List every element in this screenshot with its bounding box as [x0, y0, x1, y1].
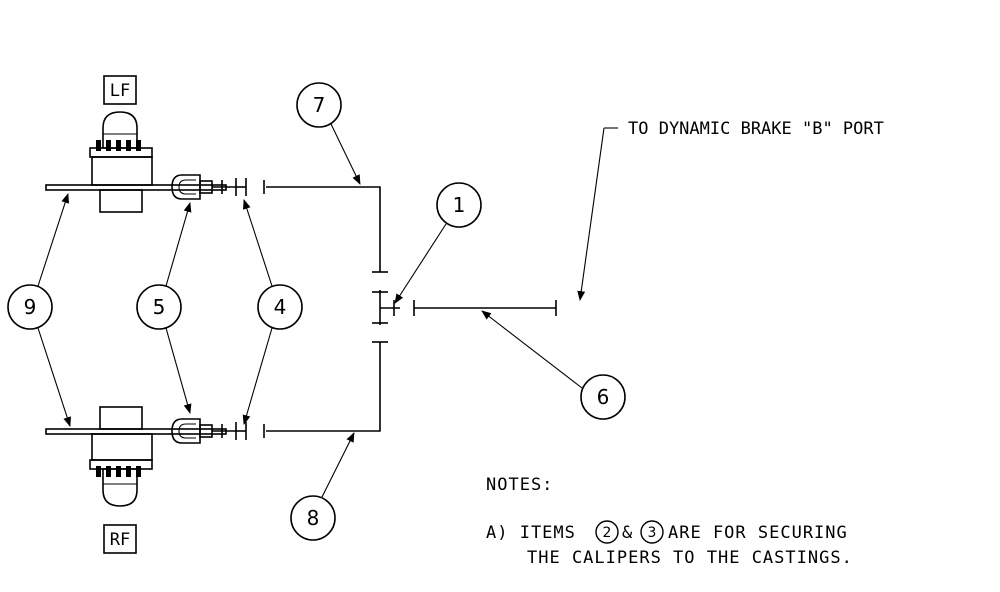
balloon-5 — [136, 284, 182, 330]
svg-text:3: 3 — [648, 525, 657, 541]
note-a-ampersand: & — [622, 523, 633, 543]
balloon-1 — [436, 182, 482, 228]
brake-line-top — [266, 186, 381, 272]
lf-spindle — [99, 189, 143, 213]
notes-block: NOTES: A) ITEMS 2 & 3 ARE FOR SECURING T… — [486, 475, 853, 568]
lf-caliper — [171, 174, 201, 200]
svg-text:2: 2 — [603, 525, 612, 541]
svg-text:6: 6 — [597, 385, 610, 409]
svg-text:1: 1 — [453, 193, 466, 217]
rf-label: RF — [110, 530, 130, 550]
balloon-7 — [296, 82, 342, 128]
rf-hub-body — [91, 433, 153, 461]
rf-spindle — [99, 406, 143, 430]
rf-label-box — [103, 524, 137, 554]
lf-label: LF — [110, 81, 130, 101]
dynamic-brake-label: TO DYNAMIC BRAKE "B" PORT — [628, 119, 884, 139]
balloon-8 — [290, 495, 336, 541]
lf-label-box — [103, 75, 137, 105]
note-a-suffix: ARE FOR SECURING — [668, 523, 848, 543]
svg-text:4: 4 — [274, 295, 287, 319]
balloon-4 — [257, 284, 303, 330]
rf-wheel-assembly: RF — [45, 406, 227, 554]
callout-balloons: 7 1 9 5 4 6 8 — [7, 82, 626, 541]
lf-wheel-assembly: LF — [45, 75, 227, 213]
svg-text:9: 9 — [24, 295, 37, 319]
rf-hub-dome — [102, 468, 138, 507]
brake-lines — [212, 178, 557, 440]
brake-line-bottom — [266, 342, 381, 432]
svg-text:5: 5 — [153, 295, 166, 319]
lf-hub-dome — [102, 111, 138, 149]
note-balloon-3 — [640, 520, 664, 544]
note-a-prefix: A) ITEMS — [486, 523, 576, 543]
balloon-6 — [580, 374, 626, 420]
notes-heading: NOTES: — [486, 475, 553, 495]
svg-text:7: 7 — [313, 93, 326, 117]
rf-caliper — [171, 418, 201, 444]
note-balloon-2 — [595, 520, 619, 544]
balloon-9 — [7, 284, 53, 330]
svg-text:8: 8 — [307, 506, 320, 530]
note-a-line2: THE CALIPERS TO THE CASTINGS. — [527, 548, 853, 568]
lf-hub-body — [91, 156, 153, 186]
dynamic-brake-callout: TO DYNAMIC BRAKE "B" PORT — [577, 119, 884, 301]
